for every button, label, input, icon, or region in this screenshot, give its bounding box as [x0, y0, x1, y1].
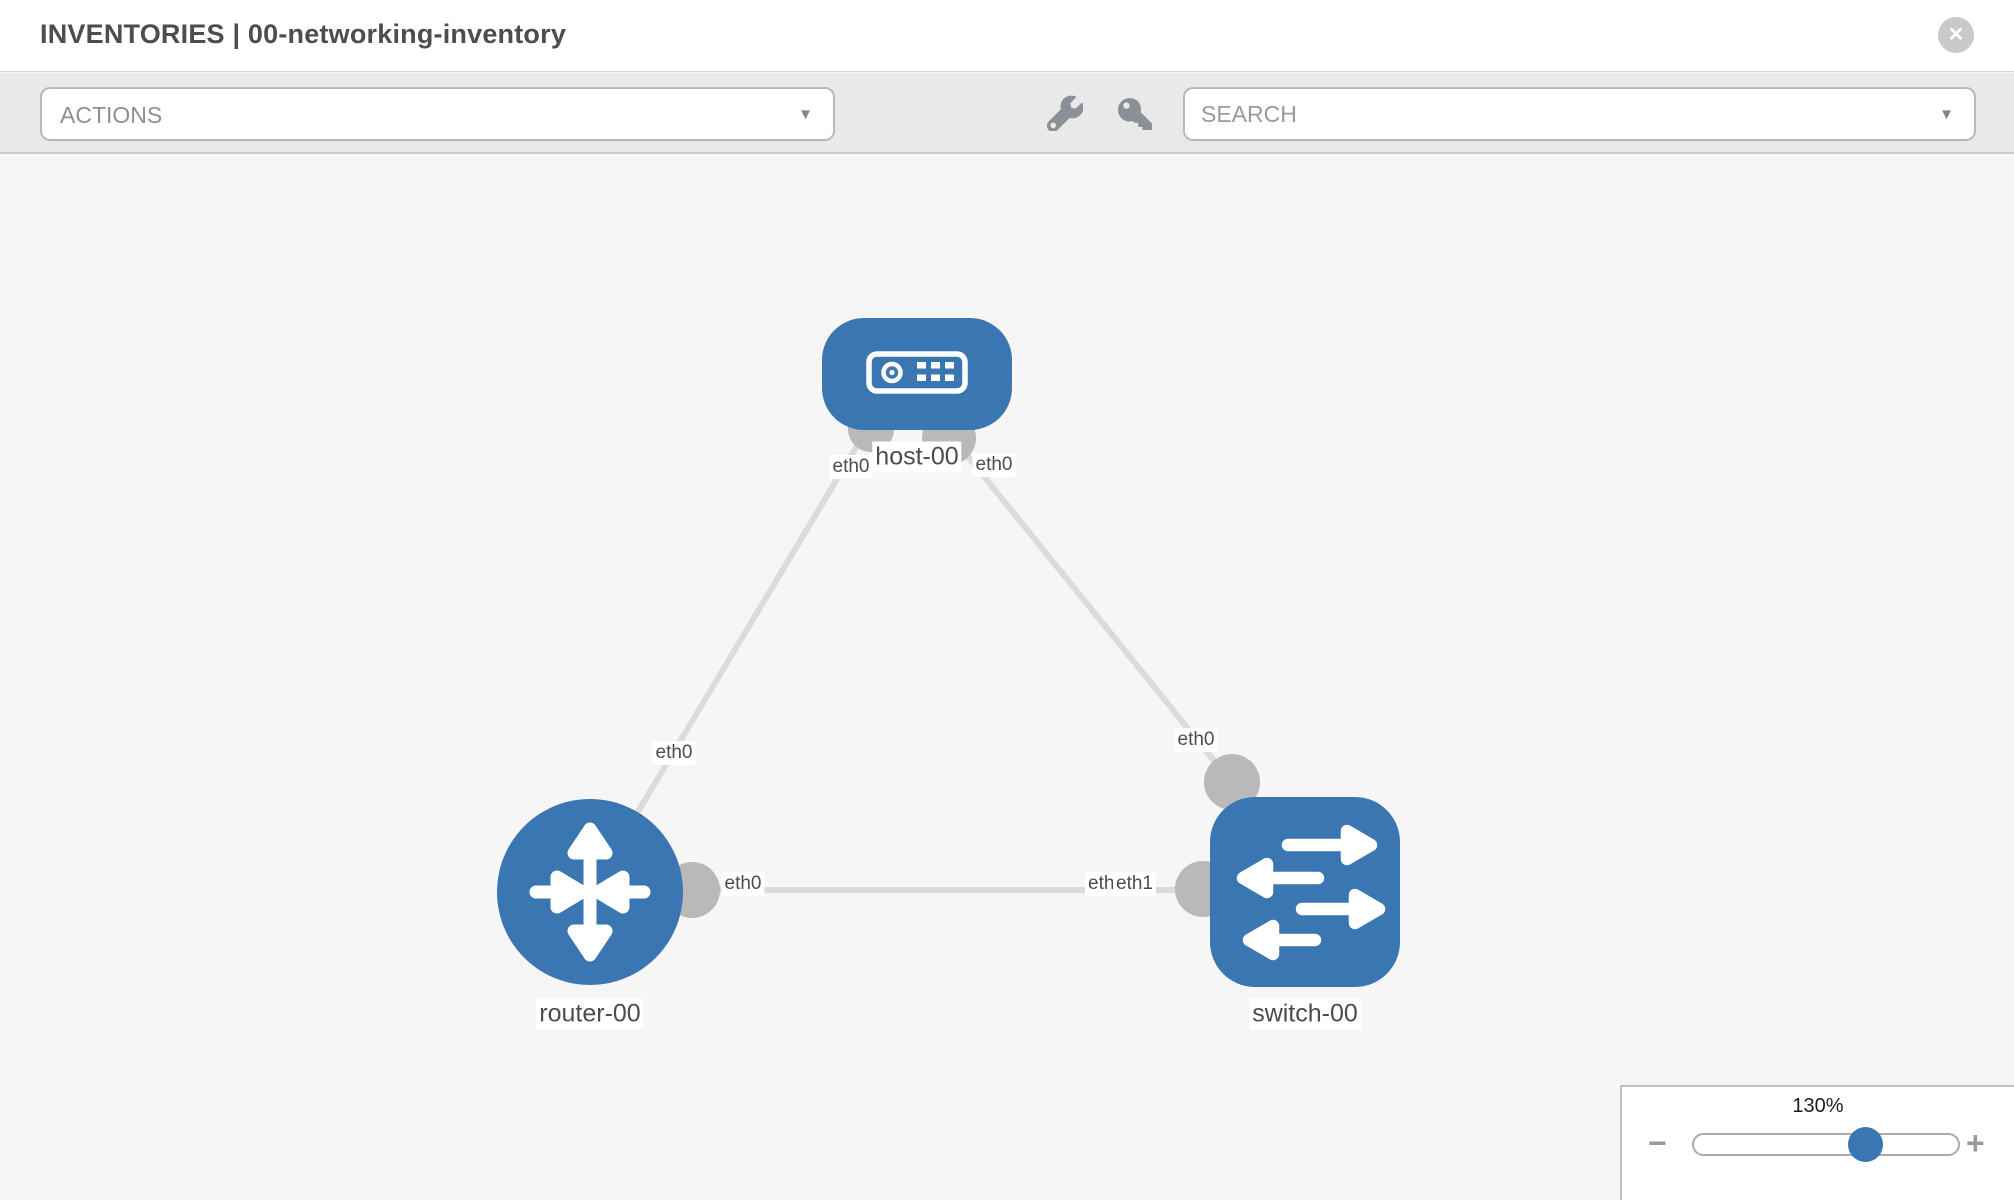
- node-router[interactable]: [497, 799, 683, 985]
- node-label-host: host-00: [872, 441, 962, 473]
- iface-circle-switch-eth0[interactable]: [1204, 754, 1260, 810]
- node-host[interactable]: [822, 318, 1012, 430]
- credentials-button[interactable]: [1108, 87, 1162, 141]
- chevron-down-icon: ▼: [798, 106, 813, 123]
- zoom-panel: 130% − +: [1620, 1085, 2014, 1200]
- iface-label-switch-link-router-front: eth1: [1113, 872, 1156, 896]
- close-button[interactable]: ✕: [1938, 17, 1974, 53]
- tools-button[interactable]: [1038, 87, 1092, 141]
- search-input[interactable]: [1201, 89, 1901, 139]
- switch-icon: [1236, 824, 1386, 961]
- toolbar: ACTIONS ▼ ▼: [0, 73, 2014, 154]
- plus-icon: +: [1966, 1125, 1985, 1161]
- minus-icon: −: [1648, 1125, 1667, 1161]
- router-icon: [529, 822, 651, 962]
- key-icon: [1118, 97, 1152, 133]
- window-header: INVENTORIES | 00-networking-inventory ✕: [0, 0, 2014, 72]
- topology-canvas[interactable]: eth0 host-00 eth0 eth0 eth0 eth0 eth0 et…: [0, 156, 2014, 1200]
- node-label-switch: switch-00: [1249, 998, 1361, 1030]
- search-box[interactable]: ▼: [1183, 87, 1976, 141]
- zoom-out-button[interactable]: −: [1648, 1127, 1667, 1159]
- close-icon: ✕: [1947, 24, 1965, 46]
- iface-label-host-eth0-left: eth0: [829, 455, 873, 479]
- host-icon: [866, 351, 968, 394]
- iface-label-host-eth0-right: eth0: [972, 453, 1016, 477]
- iface-label-router-link-host: eth0: [652, 741, 696, 765]
- zoom-slider-track[interactable]: [1692, 1133, 1960, 1156]
- node-label-router: router-00: [536, 998, 644, 1030]
- page-title: INVENTORIES | 00-networking-inventory: [40, 19, 567, 49]
- zoom-slider-handle[interactable]: [1848, 1127, 1883, 1162]
- wrench-icon: [1046, 95, 1084, 134]
- zoom-in-button[interactable]: +: [1966, 1127, 1985, 1159]
- actions-dropdown[interactable]: ACTIONS ▼: [40, 87, 835, 141]
- iface-label-router-link-switch: eth0: [721, 872, 765, 896]
- node-switch[interactable]: [1210, 797, 1400, 987]
- zoom-level: 130%: [1792, 1095, 1844, 1117]
- search-chevron-down-icon: ▼: [1939, 106, 1954, 123]
- link-host-router[interactable]: [615, 422, 873, 847]
- link-host-switch[interactable]: [945, 430, 1235, 785]
- actions-dropdown-label: ACTIONS: [60, 102, 163, 128]
- iface-label-switch-link-host: eth0: [1174, 728, 1218, 752]
